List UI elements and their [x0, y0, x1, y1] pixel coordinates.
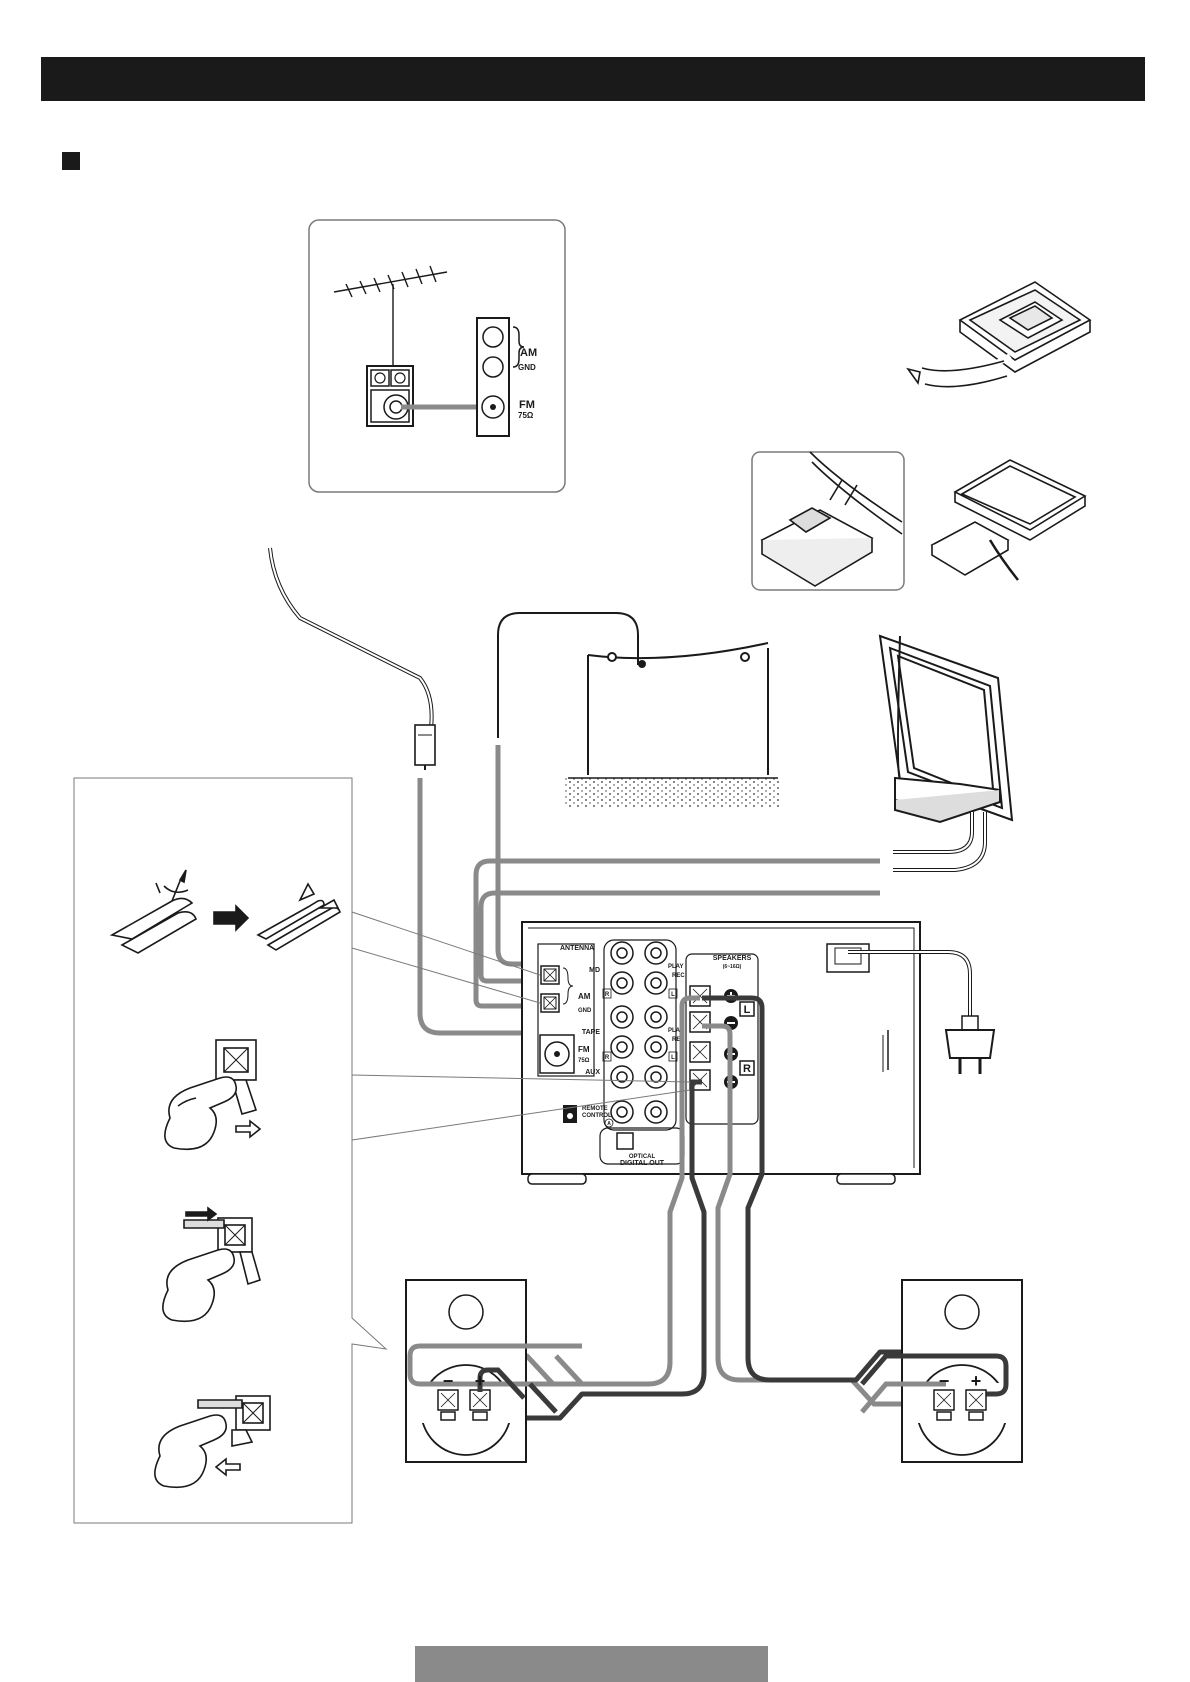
rear-speakers-label: SPEAKERS	[713, 955, 752, 962]
fm-indoor-antenna-wire	[270, 548, 435, 770]
footer-bar	[415, 1646, 768, 1682]
right-speaker-minus-label: −	[939, 1371, 950, 1391]
rear-remote-control-label: REMOTE CONTROL	[582, 1106, 612, 1119]
rear-md-rec-label: REC	[672, 973, 685, 979]
inset-fm-label: FM	[519, 399, 535, 411]
rear-speaker-l-label: L	[744, 1004, 751, 1016]
rear-digital-out-label: DIGITAL OUT	[620, 1160, 665, 1167]
inset-gnd-label: GND	[518, 363, 536, 372]
rear-speakers-ohm-label: (6~16Ω)	[723, 964, 742, 970]
main-unit-rear-panel: ANTENNA AM GND FM 75Ω	[522, 922, 920, 1184]
rear-remote-a-label: A	[607, 1121, 611, 1127]
power-plug-icon	[946, 1030, 994, 1058]
insert-wire-step-icon	[163, 1208, 260, 1321]
left-speaker-minus-label: −	[443, 1371, 454, 1391]
yagi-antenna-icon	[334, 266, 447, 367]
unit-foot-right	[837, 1174, 895, 1184]
rear-gnd-label: GND	[578, 1008, 592, 1014]
inset-am-label: AM	[520, 347, 537, 359]
left-speaker: − +	[406, 1280, 582, 1462]
antenna-wall-outlet-icon	[367, 366, 413, 426]
outdoor-fm-antenna-inset: AM GND FM 75Ω	[309, 220, 565, 492]
am-antenna-attach-inset	[752, 452, 1085, 590]
rear-tape-l-label: L	[671, 1055, 675, 1061]
inset-fm-ohm-label: 75Ω	[518, 411, 534, 420]
rear-md-label: MD	[589, 967, 600, 974]
rear-antenna-label: ANTENNA	[560, 945, 594, 952]
remote-line-1: REMOTE	[582, 1106, 608, 1112]
ground-hatching	[565, 778, 780, 808]
right-tweeter-icon	[945, 1295, 979, 1329]
am-loop-standing-icon	[932, 460, 1085, 580]
rear-md-r-label: R	[605, 992, 610, 998]
right-arrow-icon	[214, 906, 248, 930]
release-left-arrow-icon	[216, 1459, 240, 1475]
rear-tape-r-label: R	[605, 1055, 610, 1061]
rear-tape-label: TAPE	[582, 1029, 600, 1036]
rear-md-l-label: L	[671, 992, 675, 998]
rear-fm-label: FM	[578, 1045, 590, 1054]
rear-aux-label: AUX	[585, 1069, 600, 1076]
rear-am-label: AM	[578, 992, 591, 1001]
rear-md-play-label: PLAY	[668, 964, 683, 970]
press-lever-step-icon	[165, 1040, 260, 1149]
left-speaker-plus-label: +	[475, 1371, 486, 1391]
push-right-arrow-icon	[236, 1121, 260, 1137]
strip-wire-step-icon	[112, 870, 340, 953]
rear-speaker-r-label: R	[743, 1063, 751, 1075]
unit-foot-left	[528, 1174, 586, 1184]
release-lever-step-icon	[155, 1396, 270, 1487]
right-speaker-plus-label: +	[971, 1371, 982, 1391]
remote-line-2: CONTROL	[582, 1113, 612, 1119]
am-loop-antenna-assembly-icon	[908, 282, 1090, 387]
fm-antenna-plug-icon	[415, 725, 435, 765]
outdoor-am-antenna-wire	[498, 613, 768, 775]
right-speaker: − +	[862, 1280, 1022, 1462]
antenna-terminal-strip	[477, 318, 524, 436]
left-tweeter-icon	[449, 1295, 483, 1329]
rear-fm-ohm-label: 75Ω	[578, 1058, 590, 1064]
fm-terminal-icon	[540, 1035, 574, 1073]
am-loop-antenna-icon	[880, 636, 1012, 822]
optical-out-jack-icon	[617, 1133, 633, 1149]
insert-arrow-icon	[186, 1208, 216, 1220]
